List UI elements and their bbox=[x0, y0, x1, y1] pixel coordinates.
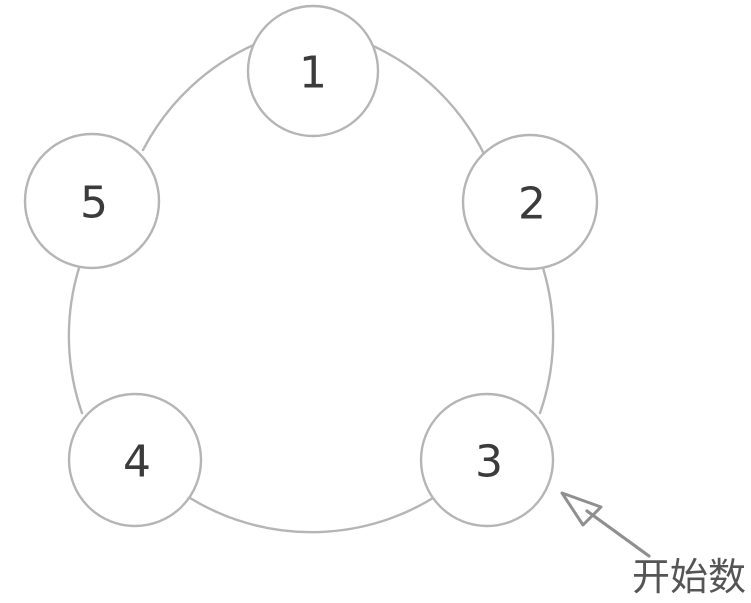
edge-group bbox=[67, 41, 555, 534]
edge-node2-node3 bbox=[538, 266, 555, 415]
node-label-2: 2 bbox=[518, 179, 546, 230]
node-circle-4[interactable] bbox=[67, 392, 203, 528]
edge-node1-node2 bbox=[369, 43, 486, 156]
node-label-group: 1 2 3 4 5 bbox=[80, 48, 546, 488]
node-circle-1[interactable] bbox=[246, 4, 380, 138]
edge-node3-node4 bbox=[188, 496, 435, 534]
edge-node4-node5 bbox=[67, 266, 84, 415]
annotation-text: 开始数 bbox=[632, 555, 746, 599]
arrow-head-icon bbox=[560, 491, 603, 527]
node-circle-5[interactable] bbox=[23, 132, 161, 270]
node-label-4: 4 bbox=[123, 437, 151, 488]
node-group bbox=[23, 4, 599, 528]
edge-node5-node1 bbox=[141, 41, 260, 152]
node-label-1: 1 bbox=[299, 48, 327, 99]
node-circle-2[interactable] bbox=[461, 133, 599, 271]
annotation-arrow bbox=[560, 491, 651, 558]
node-label-3: 3 bbox=[475, 437, 503, 488]
node-label-5: 5 bbox=[80, 178, 108, 229]
node-circle-3[interactable] bbox=[419, 392, 555, 528]
arrow-shaft bbox=[585, 509, 651, 558]
